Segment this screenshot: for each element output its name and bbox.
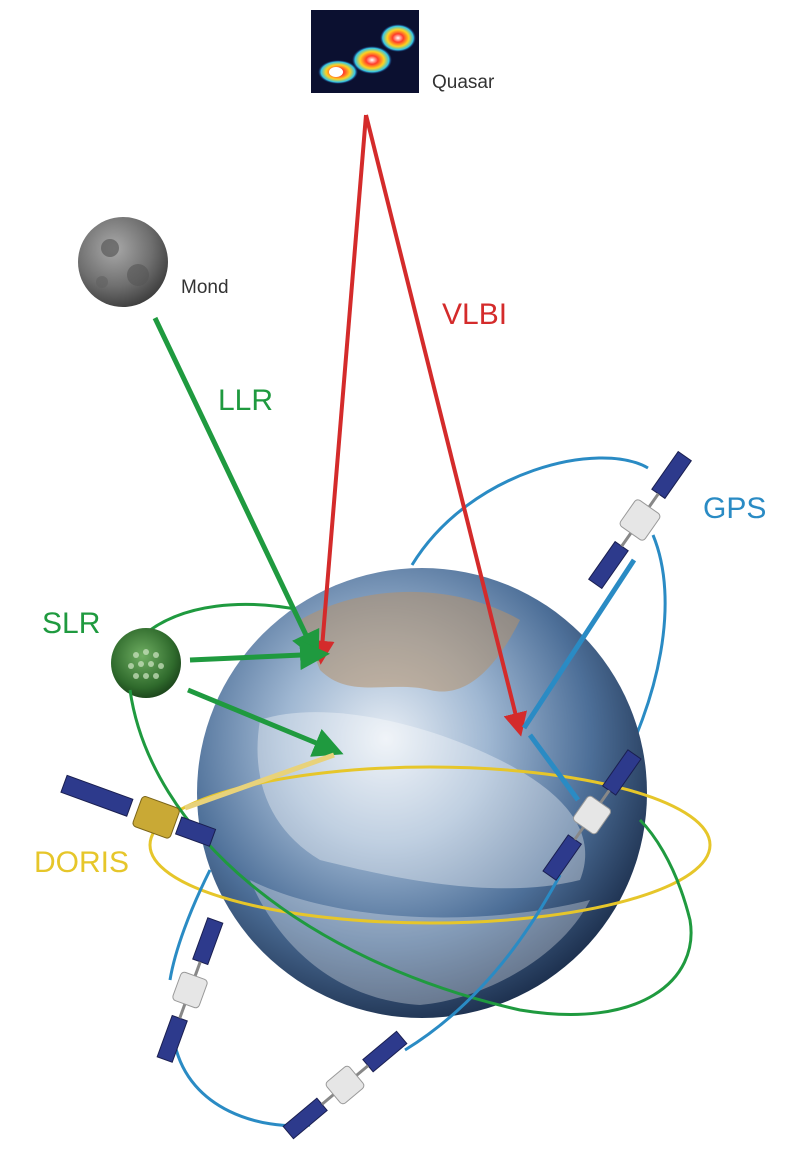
doris-line	[184, 752, 335, 811]
slr-label: SLR	[42, 607, 100, 640]
gps-label: GPS	[703, 492, 766, 525]
llr-line	[152, 316, 320, 662]
vlbi-label: VLBI	[442, 298, 507, 331]
slr-lines	[187, 640, 344, 757]
vlbi-lines	[310, 114, 527, 737]
gps-satellite-icon	[542, 749, 642, 881]
llr-label: LLR	[218, 384, 273, 417]
quasar-image	[311, 10, 419, 93]
slr-satellite-icon	[111, 628, 181, 698]
gps-satellite-icon	[588, 450, 692, 590]
moon-label: Mond	[181, 277, 229, 298]
earth-globe	[197, 568, 647, 1018]
moon-icon	[78, 217, 168, 307]
gps-satellite-icon	[156, 917, 224, 1063]
gps-lines	[521, 558, 637, 802]
doris-satellite-icon	[60, 774, 217, 847]
gps-satellite-icon	[282, 1030, 408, 1140]
quasar-label: Quasar	[432, 72, 495, 93]
doris-label: DORIS	[34, 846, 129, 879]
